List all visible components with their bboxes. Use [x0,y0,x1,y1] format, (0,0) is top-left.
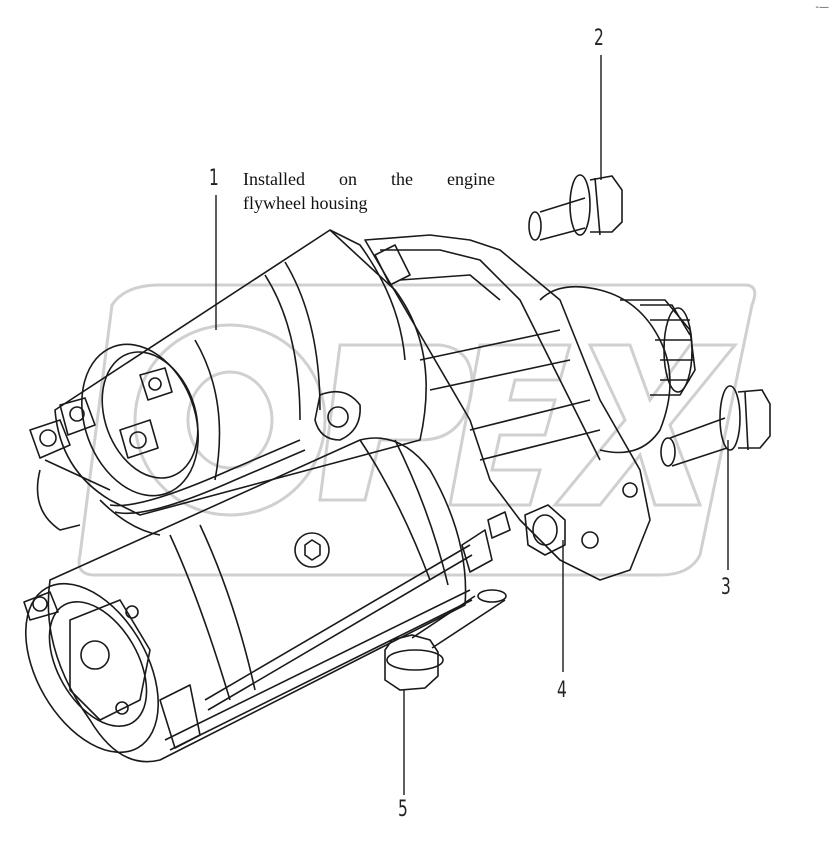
bolt-part-3 [660,385,771,467]
starter-body [23,229,696,763]
callout-5-label: 5 [398,797,408,822]
corner-mark: -— [815,2,829,13]
callout-1-label: 1 [209,166,219,191]
installation-note-line-1: Installed on the engine [243,169,495,189]
bolt-part-5 [384,589,507,691]
bolt-part-2 [528,174,623,241]
leader-lines [215,55,729,795]
callout-4-label: 4 [557,678,567,703]
callout-2-label: 2 [594,26,604,51]
installation-note: Installed on the engine flywheel housing [243,167,495,215]
callout-3-label: 3 [721,575,731,600]
installation-note-line-2: flywheel housing [243,193,368,213]
